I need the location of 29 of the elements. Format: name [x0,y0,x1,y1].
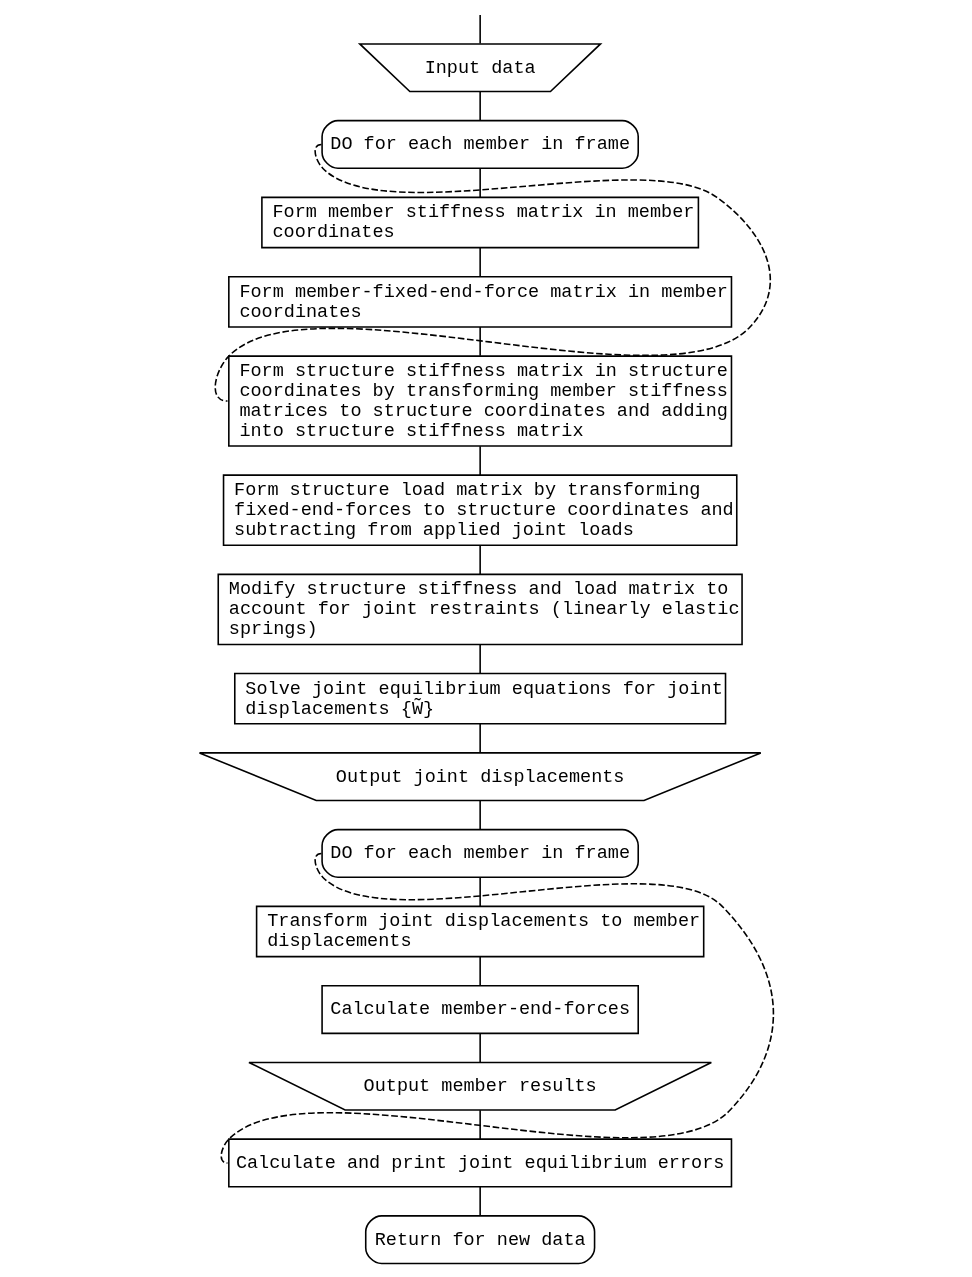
connector [478,955,481,987]
node-box: Solve joint equilibrium equations for joint displacements {W̃} [233,672,726,725]
node-box: Calculate and print joint equilibrium errors [227,1138,732,1188]
connector [478,14,481,45]
connector [478,723,481,754]
node-box: Calculate member-end-forces [320,984,639,1035]
connector [219,852,774,1164]
node-box: Form member-fixed-end-force matrix in member coordinates [227,275,732,328]
connector [478,643,481,675]
connector [478,445,481,476]
node-box: Modify structure stiffness and load matrix to account for joint restraints (linearly elastic springs) [216,573,743,646]
node-box: Form member stiffness matrix in member coordinates [260,196,699,249]
connector [478,799,481,831]
connector [478,246,481,278]
connector [478,544,481,575]
connector [213,143,771,402]
connector [478,1109,481,1140]
node-box: Form structure stiffness matrix in structure coordinates by transforming member stiffness matrices to structure coordinates and adding into structure stiffness matrix [227,355,732,447]
node-box: Form structure load matrix by transforming fixed-end-forces to structure coordinates and subtracting from applied joint loads [222,474,738,547]
connector [478,1032,481,1064]
node-box: Transform joint displacements to member displacements [255,905,704,958]
connector [478,876,481,907]
node-box: DO for each member in frame [320,119,639,170]
connector [478,90,481,122]
connector [478,1186,481,1217]
node-box: DO for each member in frame [320,828,639,879]
connector [478,167,481,198]
node-box: Return for new data [364,1215,595,1265]
connector [478,326,481,357]
